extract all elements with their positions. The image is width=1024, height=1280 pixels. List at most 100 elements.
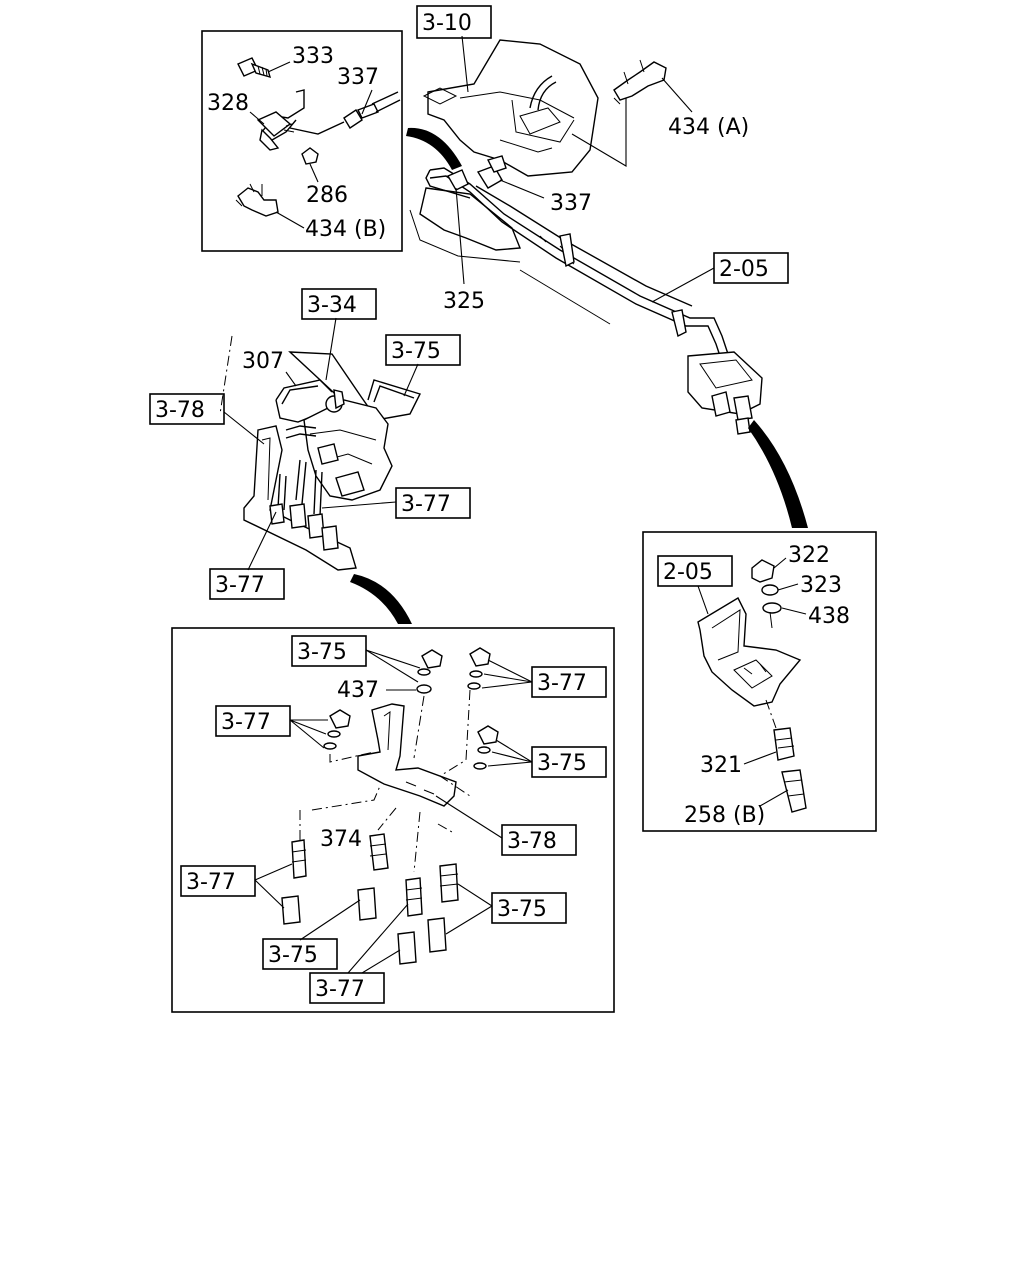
label-325: 325 <box>443 289 485 314</box>
ref-box-3-75-c <box>491 892 567 924</box>
inset-frame-top-left <box>201 30 403 252</box>
leader-3-75-top <box>403 363 419 397</box>
ref-box-3-78-left <box>149 393 225 425</box>
ref-3-10[interactable]: 3-10 <box>422 11 472 36</box>
label-437: 437 <box>337 678 379 703</box>
ref-3-78-left[interactable]: 3-78 <box>155 398 205 423</box>
tank-bracket-assembly <box>409 39 611 325</box>
ref-3-34[interactable]: 3-34 <box>307 293 357 318</box>
leader-3-75-c <box>445 883 493 935</box>
pipe-end-bracket <box>687 351 763 435</box>
bolt-333-drawing <box>237 57 272 79</box>
inset-frame-right <box>642 531 877 832</box>
pointer-arrow-bottom <box>350 574 412 624</box>
nut-3-75-d <box>427 917 447 953</box>
leader-3-77-d <box>347 903 409 974</box>
label-337-inset: 337 <box>337 65 379 90</box>
ref-3-78-inset[interactable]: 3-78 <box>507 829 557 854</box>
ref-box-3-34 <box>301 288 377 320</box>
ref-2-05-main[interactable]: 2-05 <box>719 257 769 282</box>
leader-323 <box>777 583 799 591</box>
ref-box-3-10 <box>416 5 492 39</box>
ref-3-75-d[interactable]: 3-75 <box>268 943 318 968</box>
leader-3-34 <box>325 317 337 381</box>
pointer-arrow-inset-top <box>406 127 462 170</box>
inset-bottom: 3-75 437 3-77 3-77 3-75 3-78 374 3-77 3-… <box>171 627 615 1013</box>
washer-438 <box>762 602 782 614</box>
leader-337-inset <box>361 89 373 115</box>
ref-box-3-77-c <box>180 865 256 897</box>
ref-box-3-75-top <box>385 334 461 366</box>
pipe-joint-337 <box>447 155 507 191</box>
label-307: 307 <box>242 349 284 374</box>
nut-286-drawing <box>301 147 319 165</box>
ref-3-77-bottom[interactable]: 3-77 <box>215 573 265 598</box>
leader-258b <box>759 789 789 807</box>
leader-3-77-a <box>481 659 533 689</box>
bracket-2-05-inset <box>697 597 802 707</box>
leader-322 <box>773 557 787 569</box>
ref-box-3-78-inset <box>501 824 577 856</box>
nipple-3-77-a <box>291 839 307 879</box>
connector-321 <box>773 727 795 761</box>
leader-2-05-main <box>651 267 715 303</box>
leader-307 <box>285 371 297 387</box>
washer-top-a <box>417 668 431 676</box>
label-323: 323 <box>800 573 842 598</box>
washer-left-a <box>327 730 341 738</box>
nut-322 <box>751 559 775 583</box>
ref-3-75-top[interactable]: 3-75 <box>391 339 441 364</box>
leader-3-77-b <box>289 719 328 749</box>
leader-337-main <box>499 179 545 199</box>
washer-right-b <box>473 762 487 770</box>
nut-3-75-a <box>281 895 301 925</box>
label-286: 286 <box>306 183 348 208</box>
ref-3-77-right[interactable]: 3-77 <box>401 492 451 517</box>
label-328: 328 <box>207 91 249 116</box>
leader-434a-to-joint <box>571 98 627 167</box>
valve-assembly <box>219 335 421 571</box>
washer-top-b <box>469 670 483 678</box>
nipple-3-77-b <box>405 877 423 917</box>
fitting-b <box>307 513 325 539</box>
washer-top-c <box>467 682 481 690</box>
label-434a: 434 (A) <box>668 115 749 140</box>
leader-333 <box>267 61 291 73</box>
ref-box-3-75-a <box>291 635 367 667</box>
inset-right: 2-05 322 323 438 321 258 (B) <box>642 531 877 832</box>
ref-box-3-77-bottom <box>209 568 285 600</box>
label-322: 322 <box>788 543 830 568</box>
ref-3-75-a[interactable]: 3-75 <box>297 640 347 665</box>
ref-3-77-d[interactable]: 3-77 <box>315 977 365 1002</box>
leader-3-75-d <box>299 899 361 941</box>
washer-437 <box>416 684 432 694</box>
clip-434a-drawing <box>613 59 667 105</box>
ref-3-77-c[interactable]: 3-77 <box>186 870 236 895</box>
bracket-328-drawing <box>256 89 305 151</box>
inset-frame-bottom <box>171 627 615 1013</box>
ref-3-75-c[interactable]: 3-75 <box>497 897 547 922</box>
pipe-clamp <box>559 233 575 268</box>
nut-3-77-left <box>329 709 351 729</box>
ref-box-3-77-d <box>309 972 385 1004</box>
washer-right-a <box>477 746 491 754</box>
leader-3-77-right <box>321 501 397 509</box>
nut-3-75-right <box>477 725 499 745</box>
ref-3-75-b[interactable]: 3-75 <box>537 751 587 776</box>
ref-box-2-05-inset <box>657 555 733 587</box>
ref-box-3-77-right <box>395 487 471 519</box>
label-333: 333 <box>292 44 334 69</box>
nut-3-77-c <box>397 931 417 965</box>
leader-434b <box>275 211 305 229</box>
ref-2-05-inset[interactable]: 2-05 <box>663 560 713 585</box>
washer-323 <box>761 584 779 596</box>
pointer-arrow-right <box>748 420 808 528</box>
label-374: 374 <box>320 827 362 852</box>
ref-3-77-b[interactable]: 3-77 <box>221 710 271 735</box>
valve-body <box>303 399 393 501</box>
washer-left-b <box>323 742 337 750</box>
ref-3-77-a[interactable]: 3-77 <box>537 671 587 696</box>
ref-box-3-77-b <box>215 705 291 737</box>
ref-box-2-05-main <box>713 252 789 284</box>
